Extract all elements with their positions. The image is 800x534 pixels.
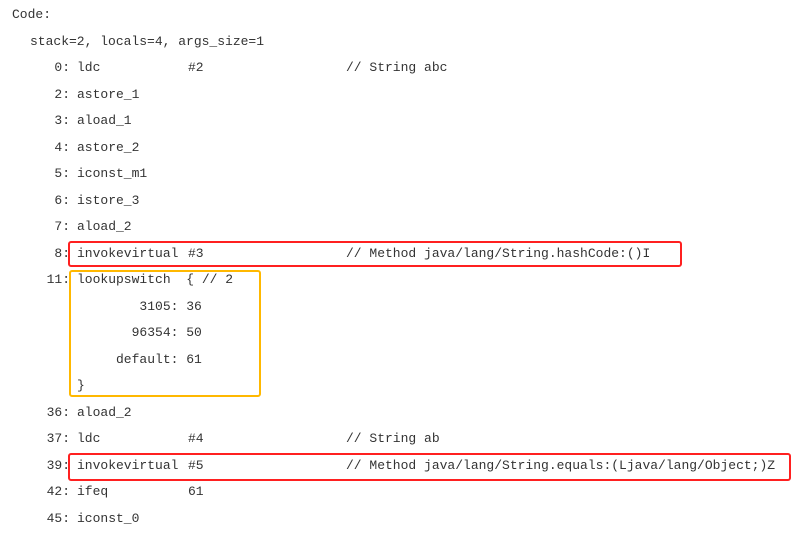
instruction-opcode: aload_1 (77, 113, 132, 128)
instruction-offset: 3: (54, 113, 70, 128)
lookupswitch-line: 3105: 36 (77, 298, 202, 314)
instruction-opcode: istore_3 (77, 192, 140, 208)
instruction-offset: 42: (46, 484, 70, 499)
instruction-comment: // String ab (346, 431, 440, 446)
instruction-offset: 11: (46, 272, 70, 287)
lookupswitch-line: } (77, 378, 85, 393)
instruction-opcode: ifeq (77, 484, 109, 499)
instruction-opcode: ldc (77, 60, 101, 75)
instruction-offset: 2: (54, 86, 70, 102)
instruction-opcode: astore_1 (77, 86, 140, 102)
instruction-offset: 8: (54, 245, 70, 261)
stack-info: stack=2, locals=4, args_size=1 (30, 34, 265, 49)
instruction-operand: 61 (188, 484, 204, 499)
highlight-equals-box (68, 453, 791, 481)
instruction-opcode: invokevirtual (77, 245, 179, 261)
instruction-operand: #4 (188, 431, 204, 446)
instruction-comment: // Method java/lang/String.hashCode:()I (346, 245, 651, 261)
instruction-offset: 4: (54, 139, 70, 155)
instruction-operand: #3 (188, 245, 204, 261)
instruction-opcode: astore_2 (77, 139, 140, 155)
instruction-operand: #2 (188, 60, 204, 75)
instruction-comment: // Method java/lang/String.equals:(Ljava… (346, 457, 776, 473)
instruction-offset: 37: (46, 431, 70, 446)
lookupswitch-line: 96354: 50 (77, 325, 202, 340)
instruction-offset: 39: (46, 457, 70, 473)
instruction-opcode: aload_2 (77, 219, 132, 234)
instruction-opcode: invokevirtual (77, 457, 179, 473)
instruction-offset: 45: (46, 510, 70, 526)
highlight-hashcode-box (68, 241, 682, 267)
instruction-offset: 7: (54, 219, 70, 234)
lookupswitch-line: default: 61 (77, 351, 202, 367)
lookupswitch-line: lookupswitch { // 2 (77, 272, 234, 287)
instruction-offset: 36: (46, 404, 70, 420)
code-header: Code: (12, 7, 52, 22)
instruction-offset: 0: (54, 60, 70, 75)
instruction-offset: 6: (54, 192, 70, 208)
instruction-opcode: ldc (77, 431, 101, 446)
instruction-operand: #5 (188, 457, 204, 473)
instruction-opcode: aload_2 (77, 404, 132, 420)
instruction-opcode: iconst_m1 (77, 166, 148, 181)
instruction-offset: 5: (54, 166, 70, 181)
instruction-comment: // String abc (346, 60, 448, 75)
instruction-opcode: iconst_0 (77, 510, 140, 526)
highlight-lookupswitch-box (69, 270, 261, 397)
